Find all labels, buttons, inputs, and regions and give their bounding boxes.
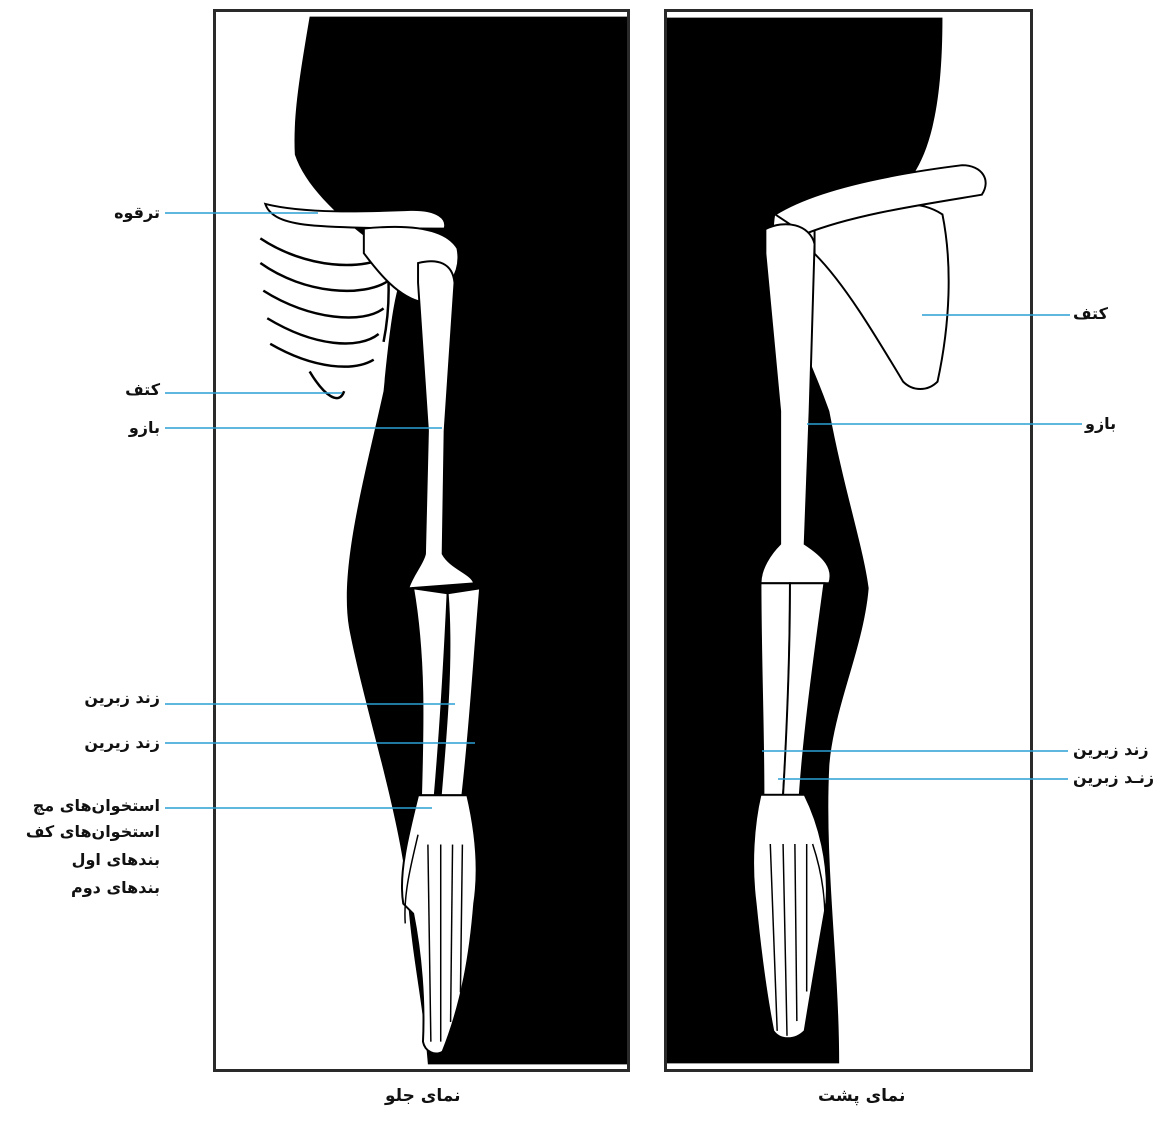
front-view-caption: نمای جلو [385,1086,461,1106]
front-view-illustration [216,12,627,1069]
back-view-caption: نمای پشت [818,1086,905,1106]
front-label-radius: زند زبرین [84,688,160,708]
front-label-clavicle: ترقوه [114,203,160,223]
back-label-radius: زنـد زبرین [1073,768,1154,788]
front-view-panel [213,9,630,1072]
back-label-humerus: بازو [1085,414,1116,434]
front-label-scapula: کتف [125,380,160,400]
front-label-carpals: استخوان‌های مچ [33,796,160,816]
front-label-humerus: بازو [129,418,160,438]
back-label-scapula: کتف [1073,304,1108,324]
back-shoulder-outline [942,18,1030,126]
back-view-panel [664,9,1033,1072]
back-view-illustration [667,12,1030,1069]
back-scapula-bone [815,204,949,389]
front-label-ulna: زند زیرین [84,733,160,753]
front-label-middle-phalanges: بندهای دوم [71,878,160,898]
front-label-proximal-phalanges: بندهای اول [72,850,160,870]
back-label-ulna: زند زیرین [1073,740,1149,760]
front-label-metacarpals: استخوان‌های کف [26,822,160,842]
